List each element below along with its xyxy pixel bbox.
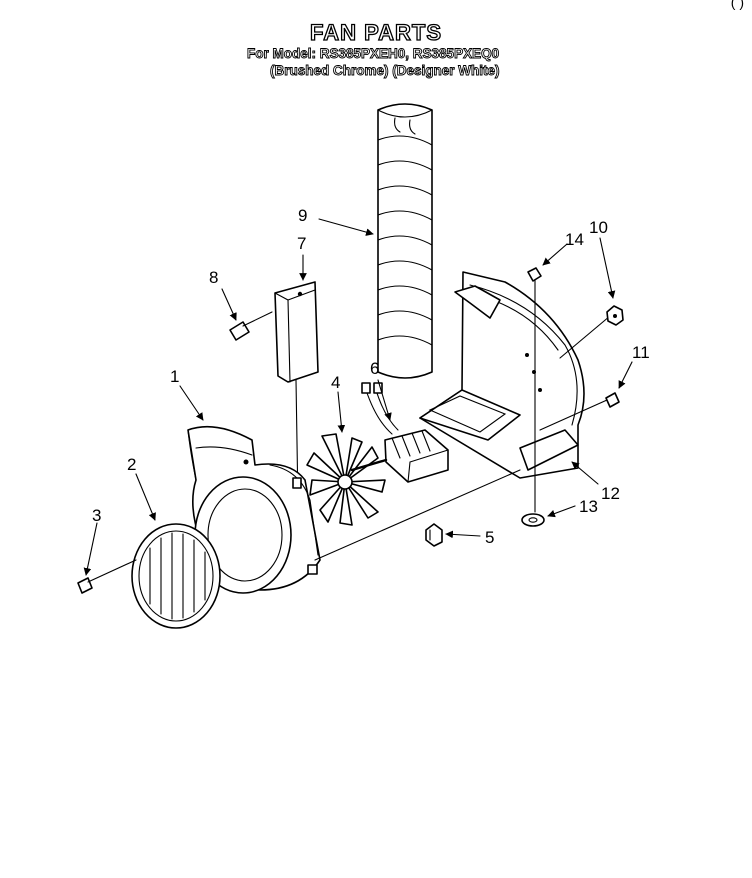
grille-screw [77,559,137,594]
callout-1: 1 [170,367,179,386]
callout-8: 8 [209,268,218,287]
callout-14: 14 [565,230,584,249]
callout-3: 3 [92,506,101,525]
callout-9: 9 [298,206,307,225]
finish-line: (Brushed Chrome) (Designer White) [270,63,500,79]
grille [131,523,221,629]
motor-mount-base [314,271,611,561]
bracket-screw [229,311,273,341]
callout-2: 2 [127,455,136,474]
flexible-duct [377,103,433,379]
washer [521,513,545,527]
side-screw [605,392,620,408]
callout-5: 5 [485,528,494,547]
callout-13: 13 [579,497,598,516]
fan-housing [187,425,321,594]
page-title: FAN PARTS [309,19,443,45]
top-screw [527,267,542,513]
callout-10: 10 [589,218,608,237]
callout-7: 7 [297,234,306,253]
model-line: For Model: RS385PXEH0, RS385PXEQ0 [247,46,500,62]
blade-nut [425,523,443,547]
callout-12: 12 [601,484,620,503]
corner-mark: ( ) [730,0,744,10]
callout-11: 11 [632,343,650,362]
mount-nut [606,305,624,326]
callout-4: 4 [331,373,340,392]
callout-6: 6 [370,359,379,378]
fan-blade [306,433,386,526]
